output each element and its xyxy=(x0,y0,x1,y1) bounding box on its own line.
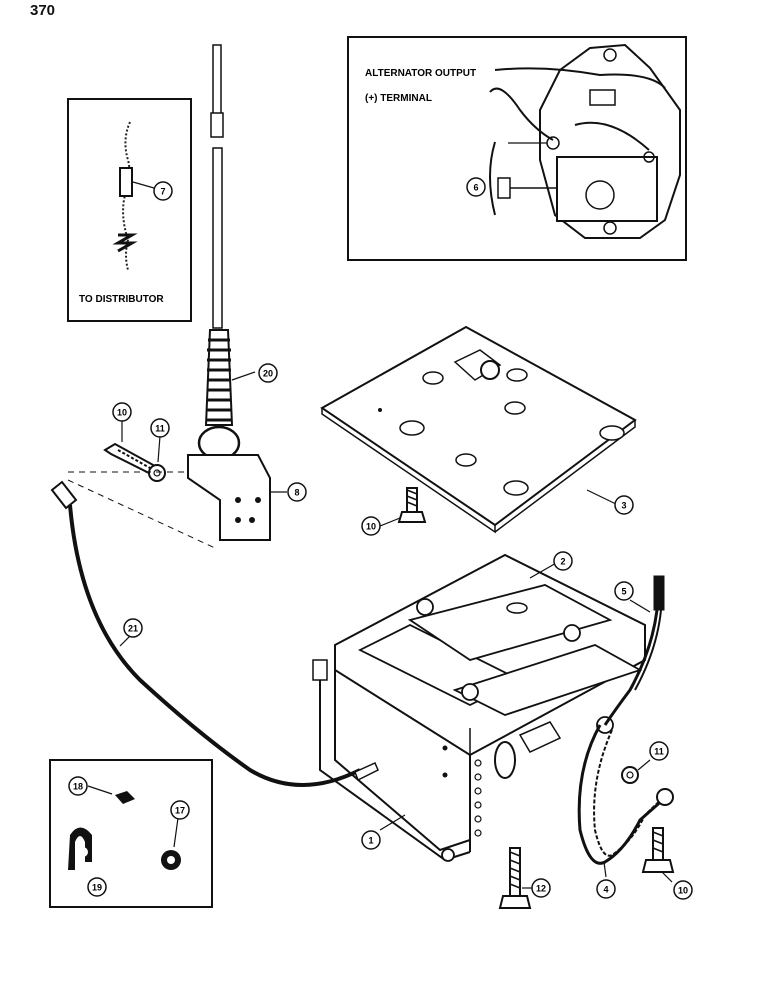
callout-c10a: 10 xyxy=(112,402,132,422)
callout-number: 2 xyxy=(560,557,565,567)
callout-c5: 5 xyxy=(614,581,634,601)
bolt-middle xyxy=(379,487,427,527)
callout-circle xyxy=(614,495,634,515)
callout-number: 5 xyxy=(621,587,626,597)
bolt-and-washer-upper xyxy=(103,420,166,482)
antenna xyxy=(187,44,287,541)
callout-circle xyxy=(170,800,190,820)
distributor-inset: TO DISTRIBUTOR xyxy=(67,98,192,322)
callout-circle xyxy=(614,581,634,601)
lock-washer-right xyxy=(621,759,651,784)
callout-number: 12 xyxy=(536,884,546,894)
callout-number: 20 xyxy=(263,369,273,379)
callout-c1: 1 xyxy=(361,830,381,850)
callout-circle xyxy=(287,482,307,502)
page-number: 370 xyxy=(30,2,56,19)
distributor-label: TO DISTRIBUTOR xyxy=(79,294,164,305)
ground-strap xyxy=(577,724,674,878)
callout-number: 6 xyxy=(473,183,478,193)
bolt-lower-right xyxy=(641,827,675,883)
callout-circle xyxy=(466,177,486,197)
callout-circle xyxy=(673,880,693,900)
callout-c8: 8 xyxy=(287,482,307,502)
alternator-inset: ALTERNATOR OUTPUT (+) TERMINAL xyxy=(347,36,687,261)
callout-circle xyxy=(361,516,381,536)
callout-number: 18 xyxy=(73,782,83,792)
callout-circle xyxy=(649,741,669,761)
alternator-output-label: ALTERNATOR OUTPUT xyxy=(365,68,476,79)
callout-circle xyxy=(153,181,173,201)
callout-circle xyxy=(553,551,573,571)
callout-c10c: 10 xyxy=(673,880,693,900)
callout-circle xyxy=(68,776,88,796)
callout-circle xyxy=(123,618,143,638)
callout-c3: 3 xyxy=(614,495,634,515)
callout-number: 17 xyxy=(175,806,185,816)
callout-number: 21 xyxy=(128,624,138,634)
bolt-12 xyxy=(498,847,532,909)
hardware-inset xyxy=(49,759,213,908)
callout-number: 7 xyxy=(160,187,165,197)
callout-number: 11 xyxy=(155,424,165,434)
callout-c19: 19 xyxy=(87,877,107,897)
callout-number: 4 xyxy=(603,885,608,895)
callout-circle xyxy=(150,418,170,438)
terminal-label: (+) TERMINAL xyxy=(365,93,432,104)
callout-circle xyxy=(361,830,381,850)
callout-number: 10 xyxy=(117,408,127,418)
callout-number: 10 xyxy=(678,886,688,896)
callout-c2: 2 xyxy=(553,551,573,571)
callout-circle xyxy=(531,878,551,898)
mounting-plate xyxy=(320,325,637,534)
callout-number: 19 xyxy=(92,883,102,893)
callout-c10b: 10 xyxy=(361,516,381,536)
antenna-cable xyxy=(50,480,379,787)
callout-c11a: 11 xyxy=(150,418,170,438)
callout-number: 10 xyxy=(366,522,376,532)
callout-c18: 18 xyxy=(68,776,88,796)
callout-c4: 4 xyxy=(596,879,616,899)
callout-c12: 12 xyxy=(531,878,551,898)
callout-circle xyxy=(112,402,132,422)
radio-unit xyxy=(312,553,646,862)
callout-c20: 20 xyxy=(258,363,278,383)
callout-circle xyxy=(596,879,616,899)
callout-c21: 21 xyxy=(123,618,143,638)
callout-number: 1 xyxy=(368,836,373,846)
callout-number: 8 xyxy=(294,488,299,498)
callout-number: 11 xyxy=(654,747,664,757)
power-wire xyxy=(603,575,665,726)
callout-c6: 6 xyxy=(466,177,486,197)
callout-circle xyxy=(87,877,107,897)
callout-c17: 17 xyxy=(170,800,190,820)
callout-c7: 7 xyxy=(153,181,173,201)
callout-number: 3 xyxy=(621,501,626,511)
callout-circle xyxy=(258,363,278,383)
callout-c11b: 11 xyxy=(649,741,669,761)
